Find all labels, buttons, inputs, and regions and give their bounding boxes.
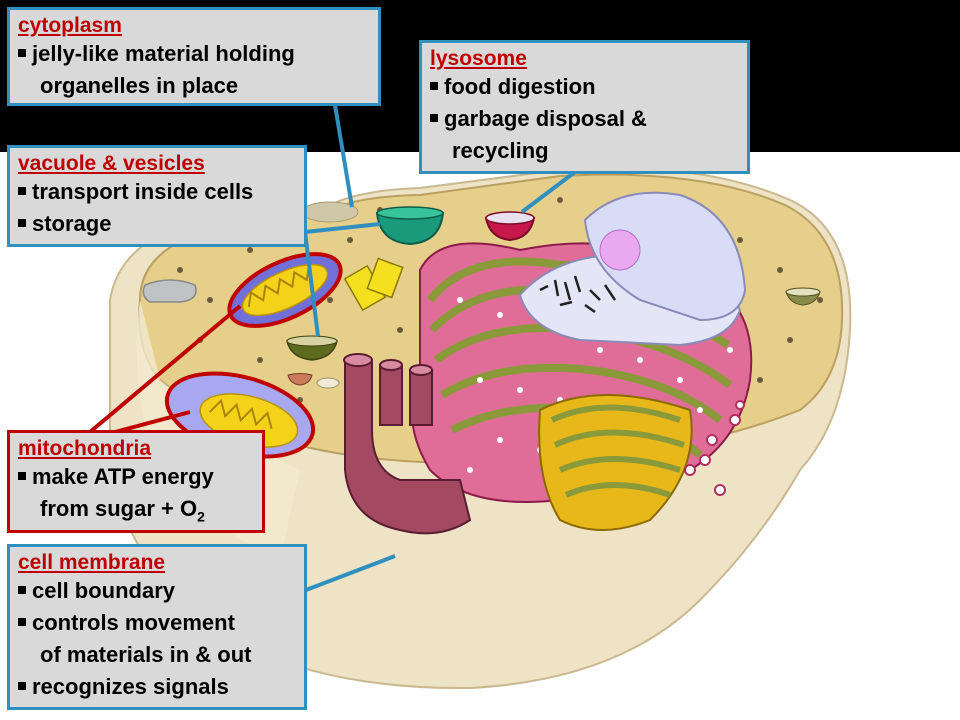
- cell-membrane-callout: cell membrane cell boundary controls mov…: [7, 544, 307, 710]
- bullet-icon: [430, 114, 438, 122]
- vacuole-pointer-a: [304, 222, 381, 234]
- vacuole-item-2: storage: [18, 208, 296, 240]
- lysosome-title: lysosome: [430, 47, 527, 70]
- membrane-item-3: recognizes signals: [18, 671, 296, 703]
- bullet-icon: [18, 682, 26, 690]
- vacuole-callout: vacuole & vesicles transport inside cell…: [7, 145, 307, 247]
- bullet-icon: [430, 82, 438, 90]
- cytoplasm-pointer: [333, 104, 354, 208]
- cell-membrane-title: cell membrane: [18, 551, 166, 574]
- mitochondria-title: mitochondria: [18, 437, 152, 460]
- bullet-icon: [18, 187, 26, 195]
- lysosome-callout: lysosome food digestion garbage disposal…: [419, 40, 750, 174]
- vacuole-pointer-b: [303, 231, 320, 337]
- lysosome-item-1: food digestion: [430, 71, 739, 103]
- vacuole-title: vacuole & vesicles: [18, 152, 205, 175]
- golgi-apparatus: [538, 394, 693, 531]
- nucleus: [518, 191, 747, 347]
- membrane-item-1: cell boundary: [18, 575, 296, 607]
- secretory-vesicles: [684, 400, 745, 496]
- vacuole-rim: [376, 206, 444, 220]
- bullet-icon: [18, 49, 26, 57]
- vesicle-lower-left: [316, 377, 340, 389]
- top-vesicle: [301, 201, 359, 223]
- centriole: [343, 257, 404, 312]
- smooth-er: [343, 353, 472, 535]
- membrane-pointer: [305, 554, 396, 592]
- bullet-icon: [18, 219, 26, 227]
- mitochondrion-upper: [227, 252, 343, 328]
- vacuole-item-1: transport inside cells: [18, 176, 296, 208]
- nucleolus: [599, 229, 641, 271]
- lysosome-rim: [485, 211, 535, 225]
- lysosome-item-2: garbage disposal &recycling: [430, 103, 739, 167]
- bullet-icon: [18, 618, 26, 626]
- cytoplasm-title: cytoplasm: [18, 14, 122, 37]
- bullet-icon: [18, 472, 26, 480]
- vesicle-small-red: [287, 373, 313, 386]
- grey-vesicle: [142, 279, 197, 303]
- lysosome-pointer: [520, 170, 577, 214]
- pointer-lines: [88, 104, 577, 592]
- mitochondria-pointer-a: [88, 304, 242, 434]
- bullet-icon: [18, 586, 26, 594]
